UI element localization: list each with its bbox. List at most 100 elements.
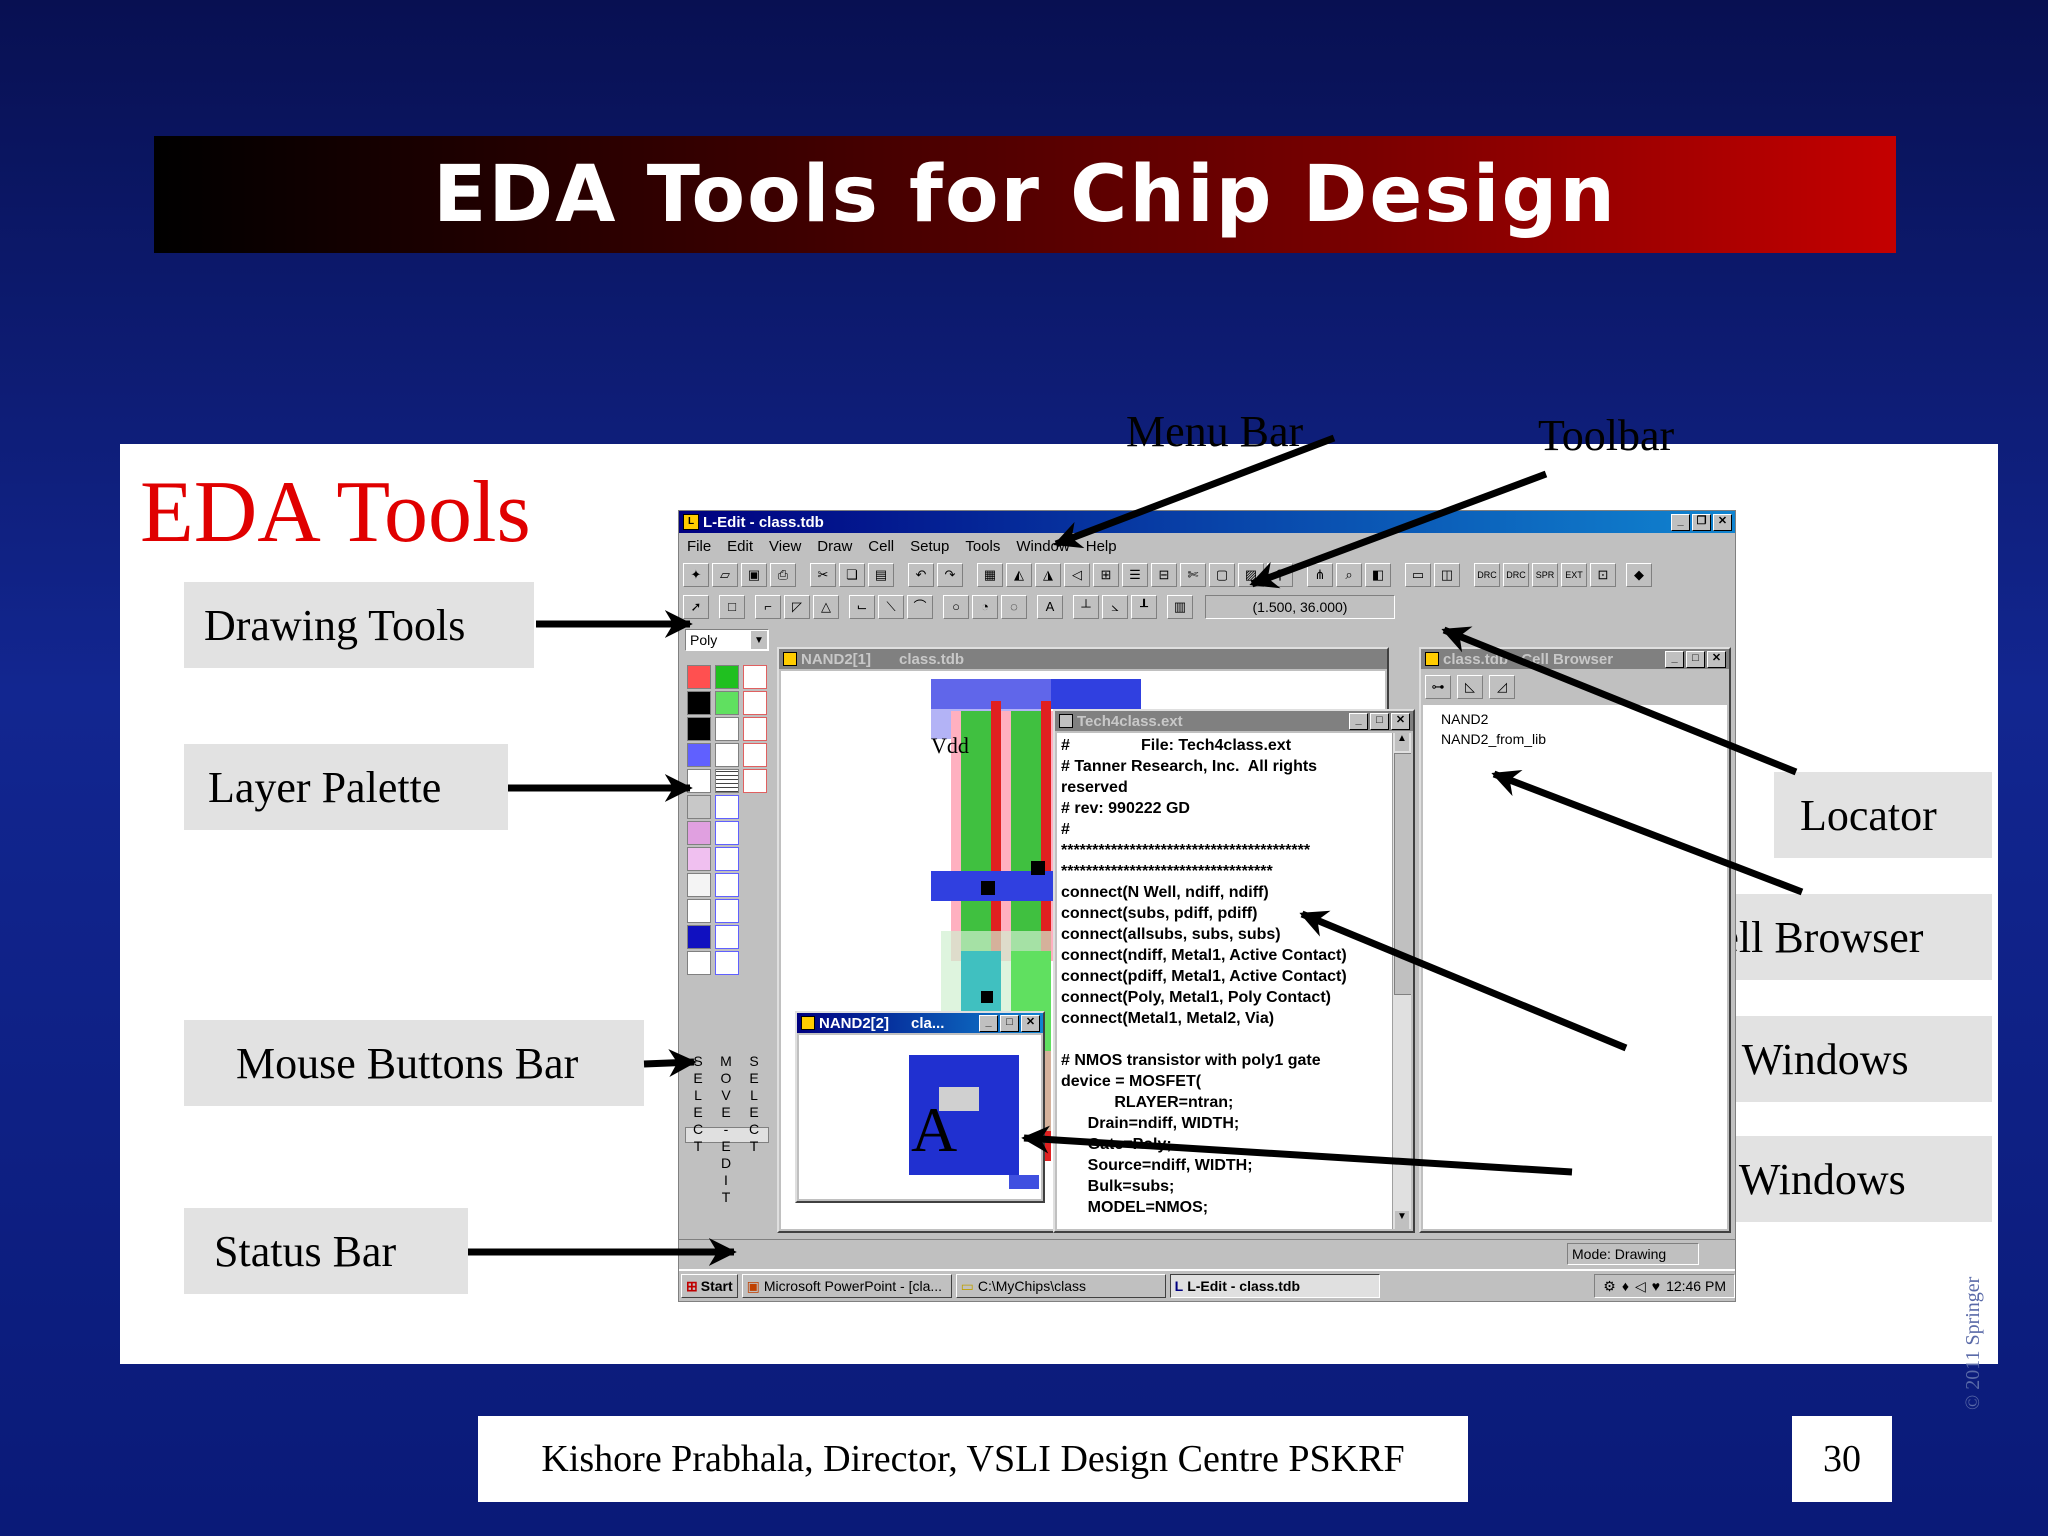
ruler-ends-icon[interactable]: ┸: [1131, 595, 1157, 619]
circle-tool-icon[interactable]: ○: [943, 595, 969, 619]
hierarchy-icon[interactable]: ⋔: [1307, 563, 1333, 587]
hierarchy-down-icon[interactable]: ◺: [1457, 675, 1483, 699]
taskbar-ledit[interactable]: L L-Edit - class.tdb: [1169, 1274, 1380, 1298]
close-button[interactable]: ✕: [1713, 514, 1732, 531]
45-wire-icon[interactable]: ⟍: [878, 595, 904, 619]
tray-icon[interactable]: ♦: [1621, 1278, 1629, 1294]
pie-wedge-icon[interactable]: ◔: [972, 595, 998, 619]
menu-setup[interactable]: Setup: [910, 537, 950, 555]
maximize-button[interactable]: □: [1000, 1015, 1019, 1032]
close-button[interactable]: ✕: [1707, 651, 1726, 668]
drc-box-icon[interactable]: DRC: [1503, 563, 1529, 587]
all-angle-polygon-icon[interactable]: △: [813, 595, 839, 619]
mirror-icon[interactable]: ◮: [1035, 563, 1061, 587]
ledit-titlebar[interactable]: L L-Edit - class.tdb _ ❐ ✕: [679, 511, 1735, 533]
ruler-icon[interactable]: ┴: [1073, 595, 1099, 619]
layer-swatch[interactable]: [715, 769, 739, 793]
layer-swatch[interactable]: [743, 769, 767, 793]
extract-icon[interactable]: EXT: [1561, 563, 1587, 587]
cell-view-icon[interactable]: ◫: [1434, 563, 1460, 587]
layer-swatch[interactable]: [743, 743, 767, 767]
layout-window-1-titlebar[interactable]: NAND2[1] class.tdb: [779, 649, 1387, 669]
print-icon[interactable]: ⎙: [770, 563, 796, 587]
instance-icon[interactable]: ▢: [1209, 563, 1235, 587]
layer-swatch[interactable]: [687, 769, 711, 793]
text-window-titlebar[interactable]: Tech4class.ext _ □ ✕: [1055, 711, 1413, 731]
menu-cell[interactable]: Cell: [868, 537, 895, 555]
torus-icon[interactable]: ◌: [1001, 595, 1027, 619]
menu-view[interactable]: View: [769, 537, 802, 555]
group-icon[interactable]: ▦: [977, 563, 1003, 587]
layer-swatch[interactable]: [687, 743, 711, 767]
layer-swatch[interactable]: [715, 821, 739, 845]
scroll-thumb[interactable]: [1394, 753, 1411, 995]
array-icon[interactable]: ▨: [1238, 563, 1264, 587]
box-tool-icon[interactable]: □: [719, 595, 745, 619]
minimize-button[interactable]: _: [1349, 713, 1368, 730]
layer-swatch[interactable]: [687, 665, 711, 689]
cell-list-item[interactable]: NAND2: [1441, 711, 1489, 727]
layer-swatch[interactable]: [687, 925, 711, 949]
slice-icon[interactable]: ✄: [1180, 563, 1206, 587]
port-tool-icon[interactable]: A: [1037, 595, 1063, 619]
layer-swatch[interactable]: [687, 847, 711, 871]
menu-tools[interactable]: Tools: [965, 537, 1001, 555]
layer-swatch[interactable]: [687, 821, 711, 845]
taskbar-powerpoint[interactable]: ▣ Microsoft PowerPoint - [cla...: [741, 1274, 952, 1298]
layer-swatch[interactable]: [743, 665, 767, 689]
close-button[interactable]: ✕: [1021, 1015, 1040, 1032]
tray-icon[interactable]: ⚙: [1603, 1277, 1616, 1294]
open-cell-icon[interactable]: ▭: [1405, 563, 1431, 587]
select-arrow-icon[interactable]: ➚: [683, 595, 709, 619]
drc-icon[interactable]: DRC: [1474, 563, 1500, 587]
layer-swatch[interactable]: [715, 899, 739, 923]
layer-swatch[interactable]: [715, 717, 739, 741]
cross-section-icon[interactable]: ⊡: [1590, 563, 1616, 587]
close-button[interactable]: ✕: [1391, 713, 1410, 730]
new-file-icon[interactable]: ✦: [683, 563, 709, 587]
cell-browser-window[interactable]: class.tdb - Cell Browser _ □ ✕ ⊶ ◺ ◿ NAN…: [1419, 647, 1731, 1233]
start-button[interactable]: ⊞ Start: [681, 1274, 738, 1298]
layout-window-2-titlebar[interactable]: NAND2[2] cla... _ □ ✕: [797, 1013, 1043, 1033]
copy-icon[interactable]: ❏: [839, 563, 865, 587]
layer-palette-scrollbar[interactable]: [685, 1127, 769, 1143]
flip-icon[interactable]: ◭: [1006, 563, 1032, 587]
layer-swatch[interactable]: [715, 873, 739, 897]
chevron-down-icon[interactable]: ▼: [751, 631, 767, 649]
minimize-button[interactable]: _: [979, 1015, 998, 1032]
menu-edit[interactable]: Edit: [727, 537, 754, 555]
menu-window[interactable]: Window: [1016, 537, 1070, 555]
layer-swatch[interactable]: [743, 691, 767, 715]
tray-icon[interactable]: ♥: [1651, 1278, 1661, 1294]
minimize-button[interactable]: _: [1665, 651, 1684, 668]
layer-select[interactable]: Poly ▼: [685, 629, 769, 651]
cell-browser-titlebar[interactable]: class.tdb - Cell Browser _ □ ✕: [1421, 649, 1729, 669]
zoom-icon[interactable]: ⌕: [1336, 563, 1362, 587]
maximize-button[interactable]: □: [1370, 713, 1389, 730]
layer-swatch[interactable]: [715, 691, 739, 715]
layers-icon[interactable]: ◧: [1365, 563, 1391, 587]
scroll-up-icon[interactable]: ▲: [1395, 733, 1409, 751]
menu-help[interactable]: Help: [1085, 537, 1117, 555]
cell-list-item[interactable]: NAND2_from_lib: [1441, 731, 1547, 747]
layer-swatch[interactable]: [687, 717, 711, 741]
layer-swatch[interactable]: [715, 795, 739, 819]
45-polygon-icon[interactable]: ◸: [784, 595, 810, 619]
distribute-icon[interactable]: ⊟: [1151, 563, 1177, 587]
paste-icon[interactable]: ▤: [868, 563, 894, 587]
layout-canvas-2[interactable]: A: [799, 1035, 1041, 1199]
tree-view-icon[interactable]: ⊶: [1425, 675, 1451, 699]
hierarchy-up-icon[interactable]: ◿: [1489, 675, 1515, 699]
taskbar-explorer[interactable]: ▭ C:\MyChips\class: [955, 1274, 1166, 1298]
clock[interactable]: 12:46 PM: [1666, 1278, 1726, 1294]
minimize-button[interactable]: _: [1671, 514, 1690, 531]
layer-swatch[interactable]: [715, 951, 739, 975]
ruler-angle-icon[interactable]: ⦣: [1102, 595, 1128, 619]
open-folder-icon[interactable]: ▱: [712, 563, 738, 587]
scroll-down-icon[interactable]: ▼: [1395, 1211, 1409, 1229]
orthogonal-wire-icon[interactable]: ⌙: [849, 595, 875, 619]
rotate-icon[interactable]: ◁: [1064, 563, 1090, 587]
save-icon[interactable]: ▣: [741, 563, 767, 587]
layer-swatch[interactable]: [743, 717, 767, 741]
layer-swatch[interactable]: [715, 665, 739, 689]
